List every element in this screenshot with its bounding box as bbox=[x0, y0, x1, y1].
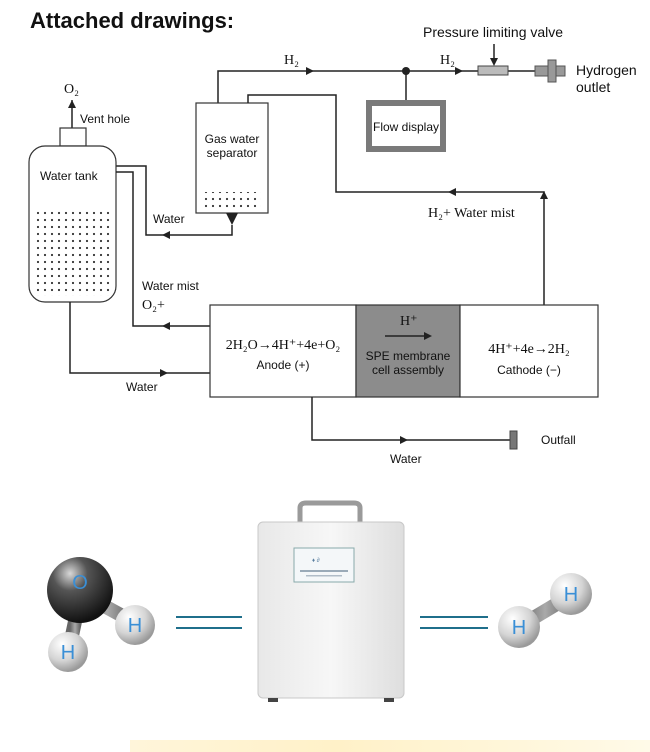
anode-chamber bbox=[209, 304, 357, 398]
o2-water-mist-line bbox=[116, 171, 210, 327]
water-h-atom-1 bbox=[115, 605, 155, 645]
water-tank-label: Water tank bbox=[40, 169, 99, 183]
water-label-bottom: Water bbox=[390, 452, 422, 466]
bottom-decorative-band bbox=[130, 740, 650, 752]
valve-pointer-head bbox=[490, 58, 498, 66]
pressure-valve bbox=[477, 65, 509, 76]
flow-display-label: Flow display bbox=[373, 120, 439, 134]
separator-label-1: Gas water bbox=[205, 132, 260, 146]
arrow-outfall bbox=[400, 436, 408, 444]
vent-hole-label: Vent hole bbox=[80, 112, 130, 126]
spe-label-2: cell assembly bbox=[372, 363, 444, 377]
o2-plus-label: O₂+ bbox=[142, 298, 165, 313]
h2-label-top-right: H₂ bbox=[440, 53, 455, 68]
arrow-mist-up bbox=[540, 191, 548, 199]
equals-left bbox=[176, 616, 242, 629]
separator-water-return bbox=[115, 165, 233, 236]
water-h-atom-2-label: H bbox=[61, 642, 75, 664]
arrow-water-return bbox=[162, 231, 170, 239]
hydrogen-atom-1-label: H bbox=[512, 617, 526, 639]
separator-water-dots bbox=[203, 192, 261, 208]
vent-hole bbox=[59, 127, 87, 147]
oxygen-atom-label: O bbox=[72, 572, 88, 594]
arrow-mist-left bbox=[448, 188, 456, 196]
h-plus-label: H⁺ bbox=[400, 314, 418, 329]
cathode-equation: 4H⁺+4e→2H₂ bbox=[488, 342, 570, 357]
outfall-cap bbox=[509, 430, 518, 450]
hydrogen-atom-2 bbox=[550, 573, 592, 615]
spe-label-1: SPE membrane bbox=[366, 349, 451, 363]
o2-label-top: O₂ bbox=[64, 82, 79, 97]
hydrogen-atom-1 bbox=[498, 606, 540, 648]
cathode-label: Cathode (−) bbox=[497, 363, 561, 377]
hydrogen-label: Hydrogen bbox=[576, 62, 637, 78]
arrow-o2-up bbox=[68, 100, 76, 108]
anode-equation: 2H₂O→4H⁺+4e+O₂ bbox=[226, 338, 341, 353]
oxygen-atom bbox=[47, 557, 113, 623]
arrow-tank-water bbox=[160, 369, 168, 377]
arrow-h2-top bbox=[306, 67, 314, 75]
outfall-label: Outfall bbox=[541, 433, 576, 447]
hydrogen-generator-device: ♦ ∂ bbox=[257, 500, 405, 702]
water-h-atom-2 bbox=[48, 632, 88, 672]
arrow-o2-mist bbox=[162, 322, 170, 330]
tank-water-line bbox=[69, 302, 210, 374]
spe-membrane bbox=[355, 304, 461, 398]
separator-drain bbox=[226, 213, 238, 225]
water-mist-label: Water mist bbox=[142, 279, 200, 293]
water-label-left: Water bbox=[126, 380, 158, 394]
svg-text:♦ ∂: ♦ ∂ bbox=[312, 557, 320, 564]
page-heading: Attached drawings: bbox=[30, 8, 235, 33]
separator-label-2: separator bbox=[207, 146, 258, 160]
outfall-line bbox=[311, 397, 510, 441]
pressure-valve-label: Pressure limiting valve bbox=[423, 24, 563, 40]
outlet-label: outlet bbox=[576, 79, 610, 95]
h2-water-mist-line bbox=[247, 94, 545, 305]
proton-arrow-head bbox=[424, 332, 432, 340]
arrow-h2-top-right bbox=[455, 67, 463, 75]
h2-line-top bbox=[217, 70, 535, 103]
hydrogen-atom-2-label: H bbox=[564, 584, 578, 606]
h2-label-top-left: H₂ bbox=[284, 53, 299, 68]
flow-display-screen bbox=[372, 106, 440, 146]
water-h-atom-1-label: H bbox=[128, 615, 142, 637]
water-label-separator: Water bbox=[153, 212, 185, 226]
cathode-chamber bbox=[459, 304, 599, 398]
water-tank-fill bbox=[36, 210, 110, 296]
equals-right bbox=[420, 616, 488, 629]
hydrogen-outlet-cap bbox=[547, 59, 557, 83]
anode-label: Anode (+) bbox=[256, 358, 309, 372]
h2-water-mist-label: H₂+ Water mist bbox=[428, 206, 515, 221]
